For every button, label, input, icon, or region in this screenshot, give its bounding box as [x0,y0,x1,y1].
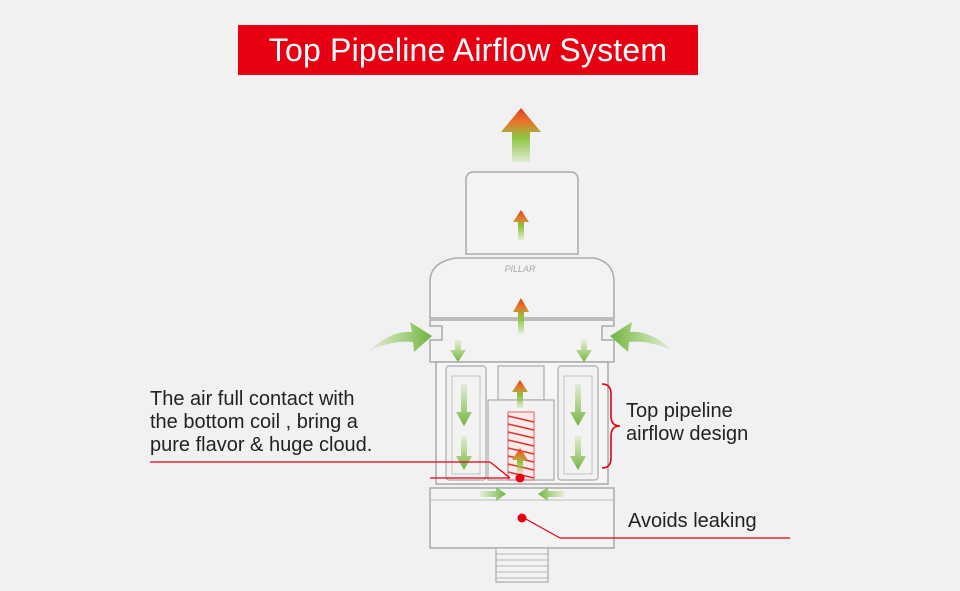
leak-leader-line [523,517,561,539]
up-arrow-coil [512,448,528,474]
pipeline-text-line-1: Top pipeline [626,400,733,422]
up-arrow-chimney [512,380,528,408]
leaking-label: Avoids leaking [628,510,757,532]
up-arrow-tip [513,210,529,240]
title-banner: Top Pipeline Airflow System [238,25,698,75]
down-arrow-left-1 [450,340,466,362]
down-arrow-right-2 [570,384,586,426]
coil-description: The air full contact with the bottom coi… [150,388,372,457]
down-arrow-right-3 [570,436,586,470]
pipeline-brace [601,383,621,469]
pipeline-text-line-2: airflow design [626,423,749,445]
airflow-ring [429,319,615,363]
connector-510 [495,547,549,583]
down-arrow-right-1 [576,340,592,362]
coil-text-line-2: the bottom coil , bring a [150,411,358,433]
title-text: Top Pipeline Airflow System [268,32,668,68]
bottom-arrow-right [538,487,564,501]
left-pipe [445,365,487,481]
inlet-arrow-right [610,322,672,352]
bottom-arrow-left [480,487,506,501]
brand-mark: PILLAR [504,264,536,274]
leak-dot [517,513,527,523]
down-arrow-left-2 [456,384,472,426]
inlet-arrow-left [370,322,432,352]
coil-dot [515,473,525,483]
pipeline-description: Top pipeline airflow design [626,400,748,446]
coil-text-line-1: The air full contact with [150,388,355,410]
top-cap [429,257,615,319]
up-arrow-cap [513,298,529,334]
exit-arrow-large [501,108,541,162]
coil-text-line-3: pure flavor & huge cloud. [150,434,373,456]
